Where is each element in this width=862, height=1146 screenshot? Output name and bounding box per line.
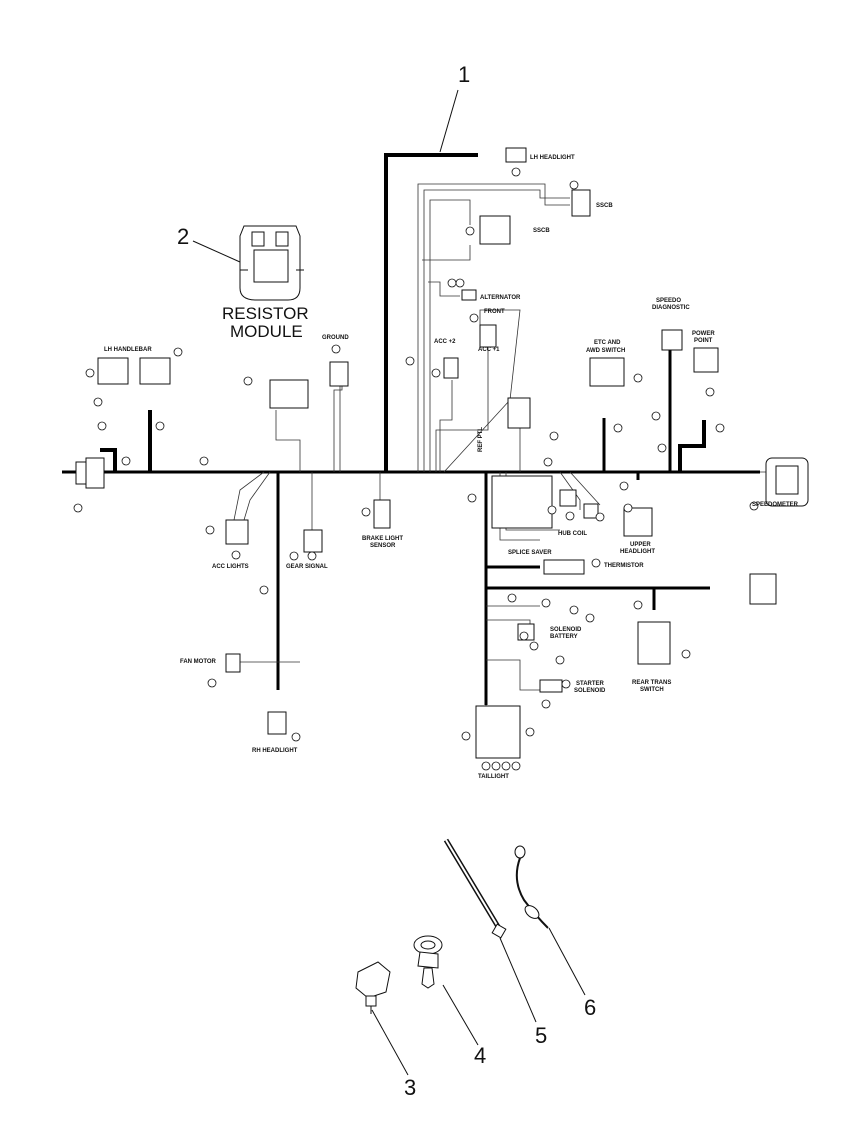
label-acc2: ACC +2: [434, 339, 456, 345]
label-brake-light-sensor-1: BRAKE LIGHT: [362, 536, 403, 542]
callout-2: 2: [177, 224, 189, 249]
thin-wires: [231, 183, 801, 720]
label-solenoid-battery-1: SOLENOID: [550, 627, 582, 633]
label-gear-signal: GEAR SIGNAL: [286, 564, 328, 570]
label-sscb-2: SSCB: [533, 228, 550, 234]
label-etc-and-2: AWD SWITCH: [586, 348, 625, 354]
resistor-module-part: [239, 225, 304, 301]
leader-lines: [192, 89, 586, 1076]
label-splice-saver: SPLICE SAVER: [508, 550, 552, 556]
label-acc-lights: ACC LIGHTS: [212, 564, 249, 570]
label-thermistor: THERMISTOR: [604, 563, 644, 569]
label-solenoid-battery-2: BATTERY: [550, 634, 578, 640]
label-upper-headlight-2: HEADLIGHT: [620, 549, 655, 555]
label-speedo-diagnostic-1: SPEEDO: [656, 298, 681, 304]
label-lh-headlight: LH HEADLIGHT: [530, 155, 575, 161]
label-rear-trans-switch-2: SWITCH: [640, 687, 664, 693]
part-6-ground-lead: [514, 845, 549, 929]
label-ref-ptl: REF PTL: [478, 427, 484, 452]
label-rh-headlight: RH HEADLIGHT: [252, 748, 298, 754]
label-rear-trans-switch-1: REAR TRANS: [632, 680, 671, 686]
resistor-module-label-1: RESISTOR: [222, 304, 309, 323]
label-starter-solenoid-2: SOLENOID: [574, 688, 606, 694]
part-3-connector: [355, 961, 391, 1014]
callout-4: 4: [474, 1043, 486, 1068]
label-power-point-2: POINT: [694, 338, 713, 344]
label-fan-motor: FAN MOTOR: [180, 659, 217, 665]
label-etc-and-1: ETC AND: [594, 340, 621, 346]
main-harness: [62, 153, 760, 705]
label-ground: GROUND: [322, 335, 349, 341]
label-acc1: ACC +1: [478, 347, 500, 353]
label-brake-light-sensor-2: SENSOR: [370, 543, 396, 549]
resistor-module-label-2: MODULE: [230, 322, 303, 341]
label-speedometer: SPEEDOMETER: [752, 502, 799, 508]
label-lh-handlebar: LH HANDLEBAR: [104, 347, 152, 353]
label-hub-coil: HUB COIL: [558, 531, 587, 537]
callout-6: 6: [584, 995, 596, 1020]
callout-5: 5: [535, 1023, 547, 1048]
part-5-cable-tie: [443, 838, 507, 939]
label-power-point-1: POWER: [692, 331, 715, 337]
label-upper-headlight-1: UPPER: [630, 542, 651, 548]
label-speedo-diagnostic-2: DIAGNOSTIC: [652, 305, 690, 311]
callout-1: 1: [458, 62, 470, 87]
label-sscb-1: SSCB: [596, 203, 613, 209]
connectors: [75, 147, 809, 759]
label-starter-solenoid-1: STARTER: [576, 681, 605, 687]
label-front: FRONT: [484, 309, 505, 315]
reference-circles: [73, 167, 759, 771]
callout-3: 3: [404, 1075, 416, 1100]
label-taillight: TAILLIGHT: [478, 774, 509, 780]
part-4-clip: [413, 935, 443, 989]
label-alternator: ALTERNATOR: [480, 295, 521, 301]
